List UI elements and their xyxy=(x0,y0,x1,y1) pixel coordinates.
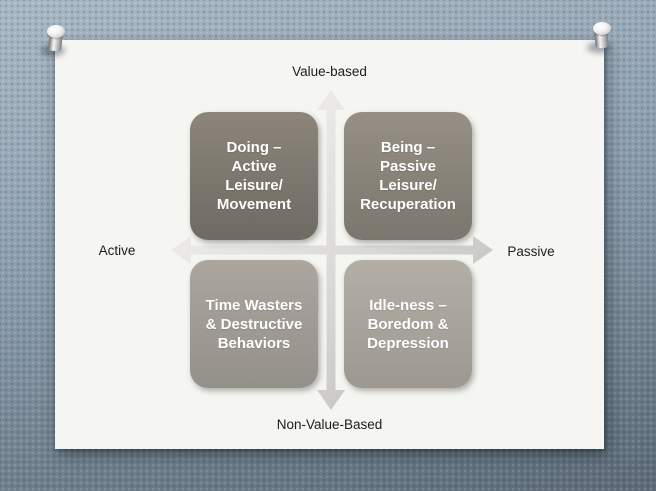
pushpin-right xyxy=(587,22,614,56)
quadrant-being-passive-leisure: Being – Passive Leisure/ Recuperation xyxy=(344,112,472,240)
quadrant-idleness: Idle-ness – Boredom & Depression xyxy=(344,260,472,388)
quadrant-being-label: Being – Passive Leisure/ Recuperation xyxy=(360,139,456,213)
axis-label-active: Active xyxy=(98,243,136,258)
axis-label-passive: Passive xyxy=(507,244,555,259)
quadrant-doing-label: Doing – Active Leisure/ Movement xyxy=(216,139,292,213)
quadrant-doing-active-leisure: Doing – Active Leisure/ Movement xyxy=(190,112,318,240)
quadrant-time-wasters-label: Time Wasters & Destructive Behaviors xyxy=(205,296,303,352)
quadrant-idleness-label: Idle-ness – Boredom & Depression xyxy=(367,296,449,352)
pushpin-left-cap xyxy=(47,25,65,38)
axis-label-value-based: Value-based xyxy=(292,64,367,79)
quadrant-time-wasters: Time Wasters & Destructive Behaviors xyxy=(190,260,318,388)
slide-paper: Value-based Active Passive Doing – Activ… xyxy=(55,40,604,449)
pushpin-right-cap xyxy=(593,22,611,35)
pushpin-left xyxy=(41,25,68,59)
axis-label-non-value-based: Non-Value-Based xyxy=(276,417,383,432)
